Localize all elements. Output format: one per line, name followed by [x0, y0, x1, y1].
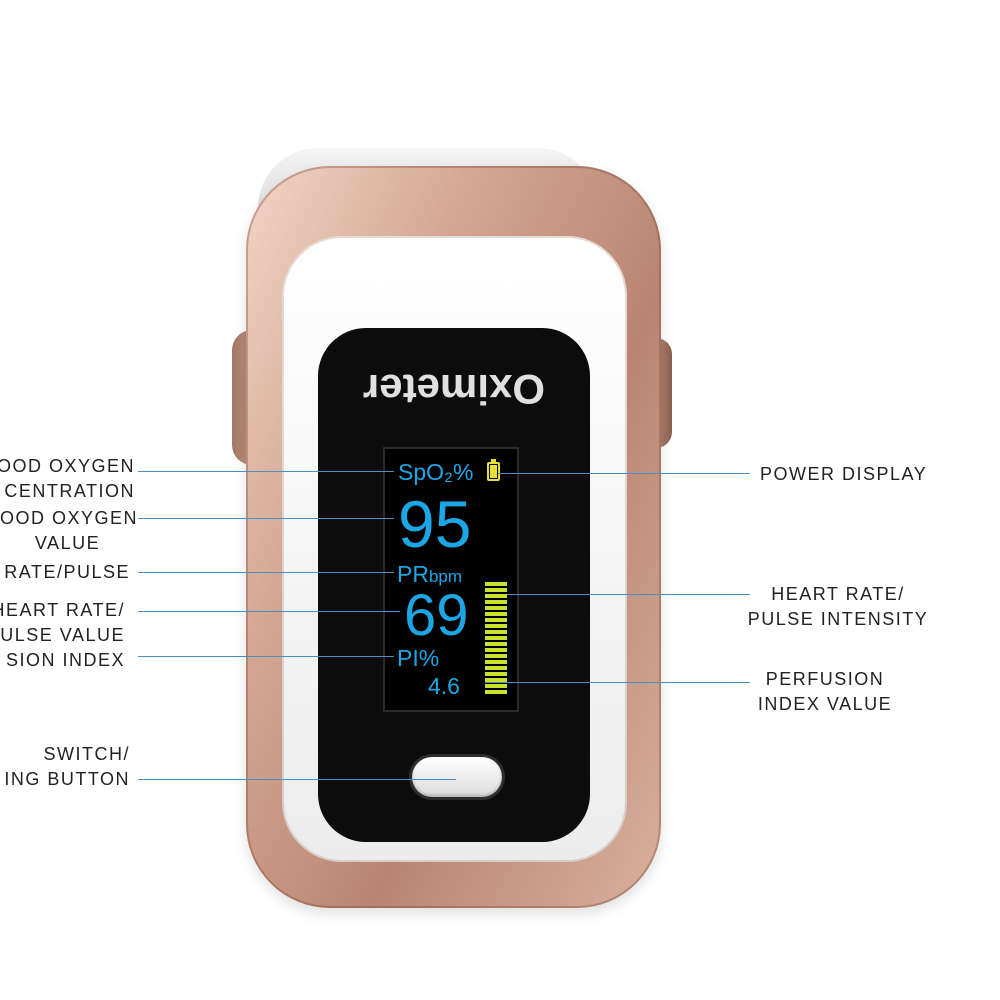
pr-unit: bpm — [428, 567, 463, 586]
spo2-value: 95 — [398, 487, 472, 561]
pi-label: PI% — [397, 645, 440, 671]
leader-line — [138, 656, 394, 657]
callout-heart-rate-pulse-value: HEART RATE/ULSE VALUE — [0, 600, 125, 645]
callout-pulse-intensity: HEART RATE/PULSE INTENSITY — [747, 584, 929, 629]
leader-line — [138, 471, 394, 472]
callout-power-display: POWER DISPLAY — [760, 464, 928, 484]
leader-line — [485, 682, 750, 683]
leader-line — [138, 779, 456, 780]
brand-label: Oximeter — [362, 366, 546, 413]
pr-label-text: PR — [397, 561, 429, 587]
leader-line — [138, 572, 394, 573]
leader-line — [138, 611, 400, 612]
pulse-intensity-bar — [485, 582, 507, 694]
battery-icon — [487, 459, 500, 481]
callout-perfusion-index: SION INDEX — [5, 650, 125, 670]
pi-value: 4.6 — [428, 673, 460, 699]
spo2-label: SpO₂% — [398, 459, 474, 485]
pr-value: 69 — [404, 583, 469, 648]
pr-label: PRbpm — [397, 561, 462, 588]
leader-line — [507, 594, 750, 595]
power-button[interactable] — [412, 757, 502, 797]
leader-line — [138, 518, 394, 519]
callout-heart-rate-pulse: RATE/PULSE — [4, 562, 130, 582]
callout-power-switch-button: SWITCH/ING BUTTON — [4, 744, 130, 789]
leader-line — [498, 473, 750, 474]
